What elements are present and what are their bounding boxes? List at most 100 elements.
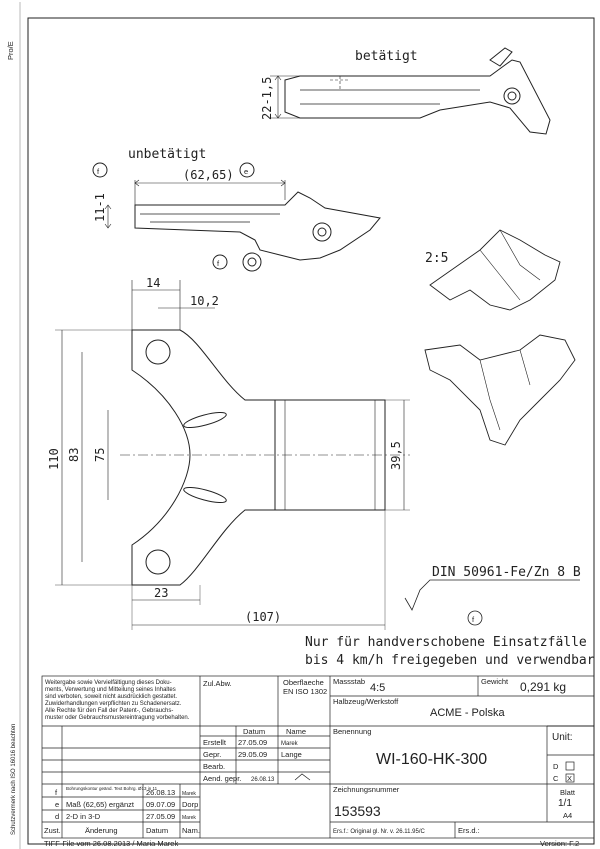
title-block <box>41 675 595 839</box>
zeichnungsnummer-label: Zeichnungsnummer <box>333 785 400 794</box>
dim-arrows-22 <box>274 75 282 119</box>
gepr-name: Lange <box>281 750 302 759</box>
unit-box-d[interactable] <box>565 761 575 771</box>
plan-bracket-outline <box>131 329 276 586</box>
copyright-line-5: Alle Rechte für den Fall der Patent-, Ge… <box>45 708 173 714</box>
dim-arrows-11 <box>104 204 112 229</box>
surface-spec: DIN 50961-Fe/Zn 8 B <box>432 565 581 580</box>
dim-110: 110 <box>47 448 61 470</box>
ers-f: Ers.f.: Original gl. Nr. v. 26.11.95/C <box>333 829 425 835</box>
view-actuated: betätigt 22-1,5 <box>260 47 551 135</box>
oberflaeche-label: Oberflaeche <box>283 678 324 687</box>
side-label: Pro/E <box>6 41 15 60</box>
dim-23: 23 <box>154 586 168 600</box>
halbzeug-label: Halbzeug/Werkstoff <box>333 697 399 706</box>
company-name: ACME - Polska <box>430 707 505 719</box>
unit-c-label: C <box>553 774 559 783</box>
sheet-border <box>27 17 595 845</box>
surface-symbol <box>404 579 580 611</box>
footer-file-info: TIFF-File vom 26.08.2013 / Maria Marek <box>44 839 178 848</box>
usage-note-2: bis 4 km/h freigegeben und verwendbar <box>305 653 595 668</box>
mark-f-idle: f <box>217 259 220 268</box>
col-datum: Datum <box>243 727 265 736</box>
copyright-line-3: sind verboten, soweit nicht ausdrücklich… <box>45 694 177 700</box>
col-nam: Nam. <box>182 826 200 835</box>
unit-box-c[interactable] <box>565 773 575 783</box>
col-name: Name <box>286 727 306 736</box>
iso-views: 2:5 <box>424 229 576 446</box>
blatt-value: 1/1 <box>558 798 572 809</box>
rev-2-name: Dorp <box>182 800 198 809</box>
gepr-date: 29.05.09 <box>238 750 267 759</box>
rev-3-zust: d <box>55 812 59 821</box>
rev-1-name: Marek <box>182 791 196 797</box>
hinge-idle-inner <box>140 213 280 223</box>
iso-part-2-edges <box>479 349 531 431</box>
dim-11-1: 11-1 <box>93 193 107 222</box>
copyright-line-2: ments, Verwertung und Mitteilung seines … <box>45 687 176 693</box>
dim-107: (107) <box>245 610 281 624</box>
dim-83: 83 <box>67 448 81 462</box>
roller-idle-inner <box>247 257 257 267</box>
label-actuated: betätigt <box>355 49 418 64</box>
dim-14: 14 <box>146 276 160 290</box>
rev-1-text: Bohrungskontur geänd. Text Bohrg. Ø13 in… <box>66 786 158 791</box>
dim-10-2: 10,2 <box>190 294 219 308</box>
hinge-actuated-inner <box>300 89 480 105</box>
zeichnungsnummer-value: 153593 <box>334 803 381 819</box>
dim-62-65: (62,65) <box>183 168 234 182</box>
benennung-label: Benennung <box>333 727 371 736</box>
format-value: A4 <box>563 811 572 820</box>
mark-f-circle-idle <box>212 254 228 270</box>
benennung-value: WI-160-HK-300 <box>376 751 487 768</box>
rev-1-datum: 26.08.13 <box>146 788 175 797</box>
centerline-actuated <box>330 76 350 90</box>
gewicht-label: Gewicht <box>481 677 509 686</box>
row-gepr: Gepr. <box>203 750 221 759</box>
footer-version: Version: F.2 <box>540 839 579 848</box>
rev-3-name: Marek <box>182 815 196 821</box>
iso-part-2 <box>424 334 576 446</box>
rev-3-text: 2-D in 3-D <box>66 812 101 821</box>
row-erstellt: Erstellt <box>203 738 227 747</box>
mark-f-note: f <box>472 615 475 624</box>
pin-actuated <box>503 87 521 105</box>
hook-tip <box>489 47 513 67</box>
col-zust: Zust. <box>44 826 61 835</box>
dim-22-1-5: 22-1,5 <box>260 77 274 120</box>
unit-d-label: D <box>553 762 559 771</box>
mark-e-circle <box>239 162 255 178</box>
copyright-line-6: muster oder Gebrauchsmustereintragung vo… <box>45 715 190 721</box>
rev-3-datum: 27.05.09 <box>146 812 175 821</box>
dim-39-5: 39,5 <box>389 441 403 470</box>
row-aend: Aend. gepr. <box>203 774 241 783</box>
slot-bottom <box>183 487 227 503</box>
surface-note: DIN 50961-Fe/Zn 8 B f <box>404 565 581 626</box>
unit-label: Unit: <box>552 732 573 743</box>
pin-idle-inner <box>317 227 327 237</box>
erstellt-name: Marek <box>281 741 299 747</box>
aend-check-mark <box>294 773 311 781</box>
pin-idle <box>312 222 332 242</box>
rev-2-text: Maß (62,65) ergänzt <box>66 800 135 809</box>
mark-e: e <box>244 167 248 176</box>
massstab-value: 4:5 <box>370 682 385 694</box>
copyright-line-4: Zuwiderhandlungen verpflichten zu Schade… <box>45 701 182 707</box>
rev-2-datum: 09.07.09 <box>146 800 175 809</box>
rev-1-zust: f <box>55 788 58 797</box>
roller-idle <box>242 252 262 272</box>
iso-part-1 <box>429 229 561 311</box>
unit-c-checked: X <box>567 774 572 783</box>
mount-hole-top <box>145 339 171 365</box>
aend-date: 26.08.13 <box>251 777 275 783</box>
label-scale-detail: 2:5 <box>425 251 448 266</box>
ers-d: Ers.d.: <box>458 826 480 835</box>
side-note: Schutzvermerk nach ISO 16016 beachten <box>11 724 17 835</box>
usage-note-1: Nur für handverschobene Einsatzfälle <box>305 635 587 650</box>
col-datum2: Datum <box>146 826 168 835</box>
massstab-label: Massstab <box>333 677 365 686</box>
mark-f-left: f <box>97 167 100 176</box>
hinge-idle-outline <box>134 191 381 261</box>
